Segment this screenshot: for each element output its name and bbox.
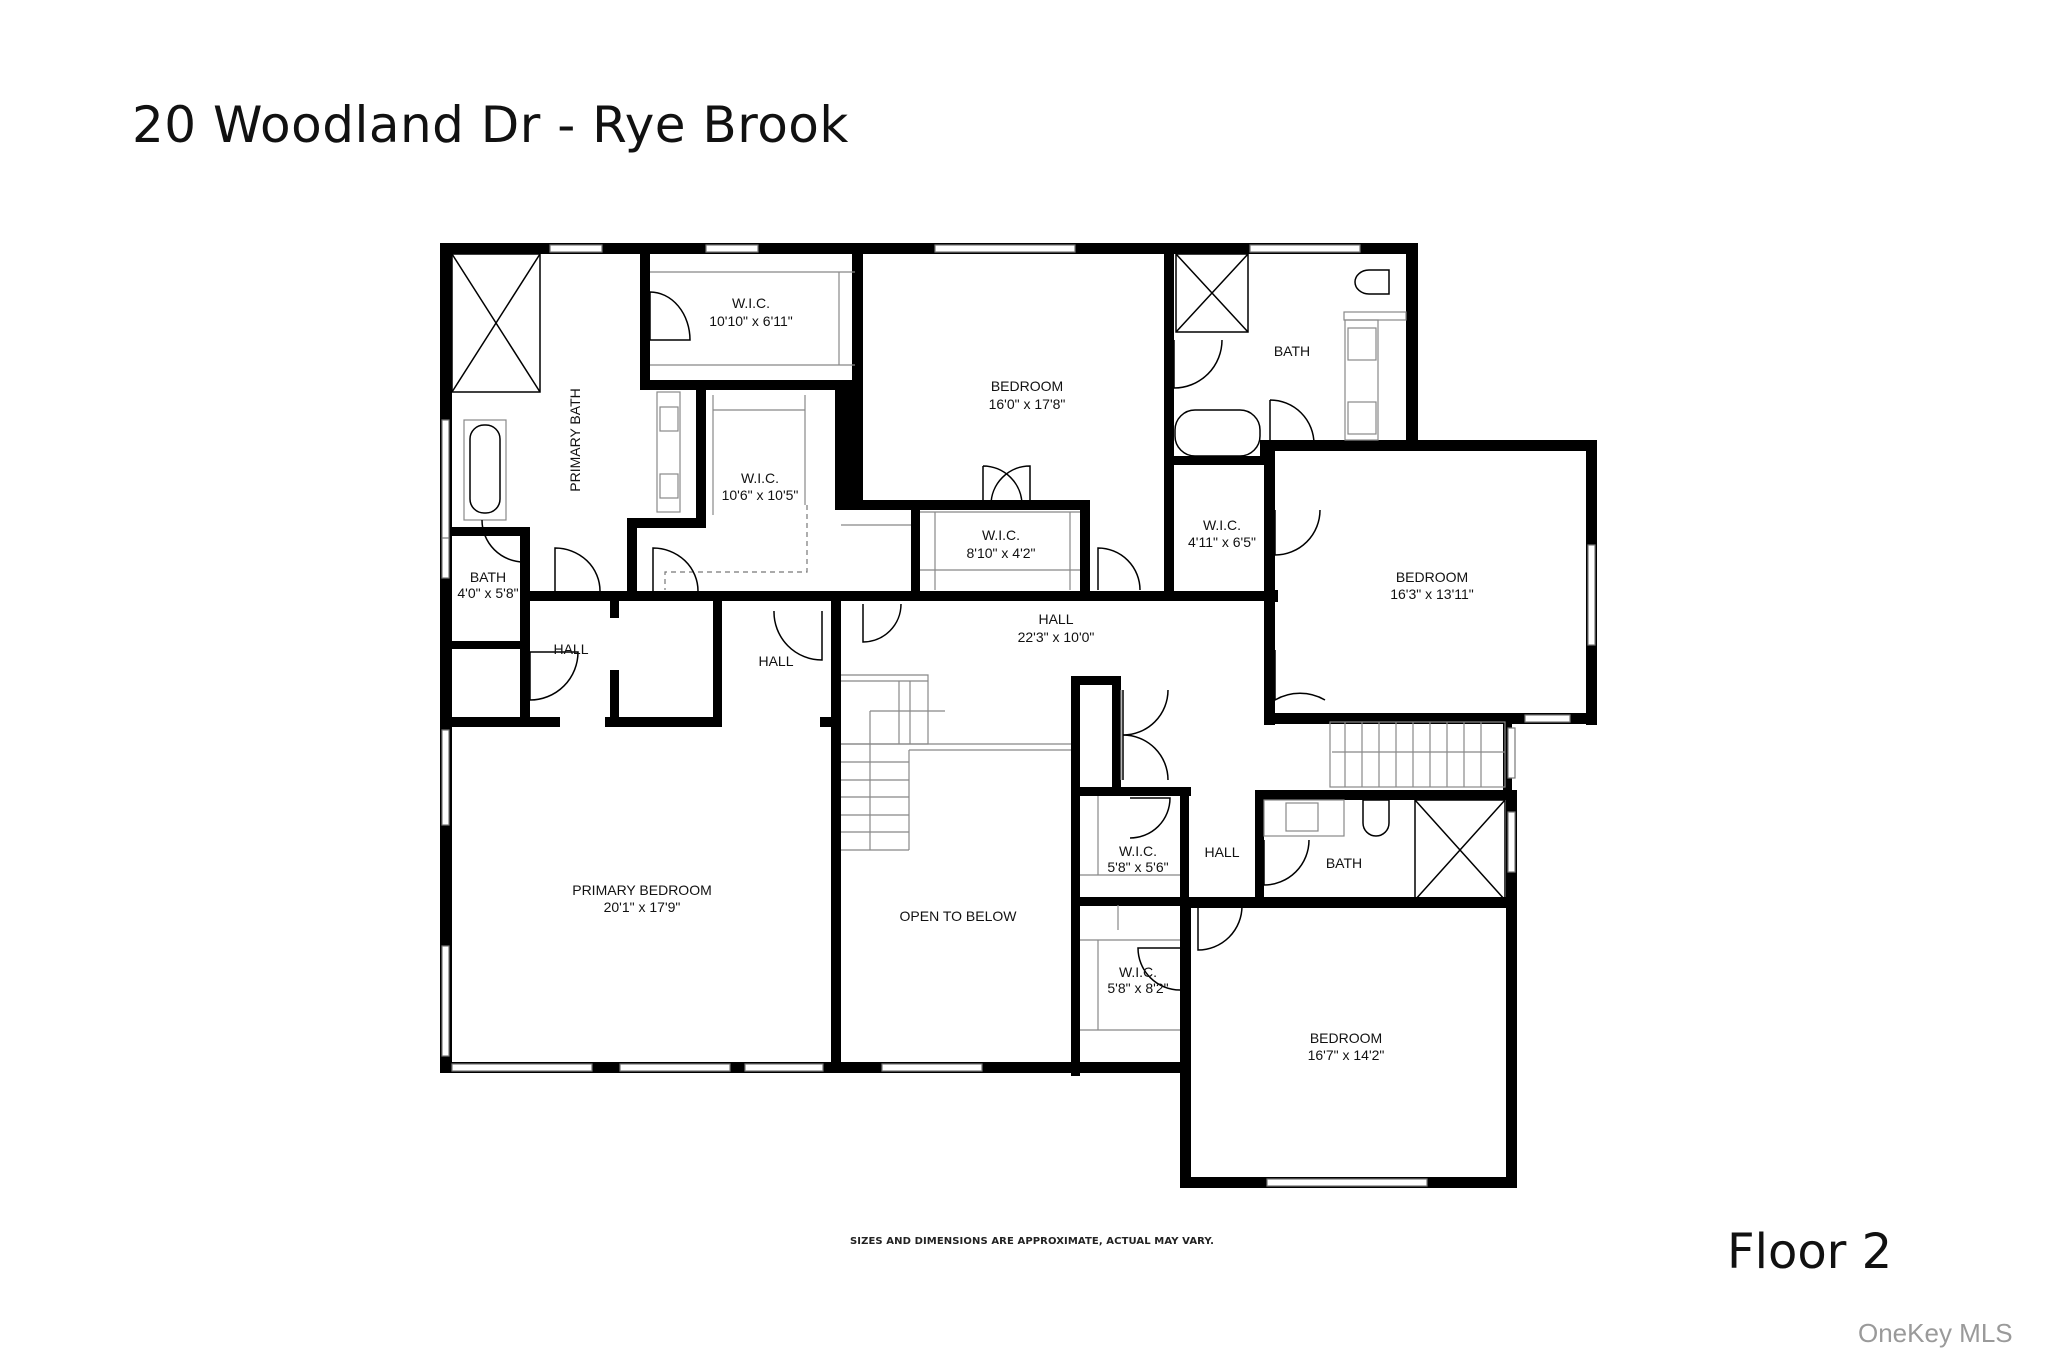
- fixtures: [451, 253, 1506, 1031]
- room-labels: W.I.C. 10'10" x 6'11" PRIMARY BATH W.I.C…: [457, 295, 1473, 1063]
- room-label-hall-1: HALL: [553, 641, 588, 657]
- room-size-bedroom-1: 16'0" x 17'8": [989, 396, 1066, 412]
- room-label-hall-2: HALL: [758, 653, 793, 669]
- room-label-bedroom-1: BEDROOM: [991, 378, 1063, 394]
- room-size-wic-4: 4'11" x 6'5": [1188, 534, 1256, 550]
- room-label-bath-1: BATH: [1274, 343, 1310, 359]
- room-label-bath-2: BATH: [1326, 855, 1362, 871]
- disclaimer-text: SIZES AND DIMENSIONS ARE APPROXIMATE, AC…: [850, 1236, 1214, 1247]
- room-size-primary-bedroom: 20'1" x 17'9": [604, 899, 681, 915]
- windows: [441, 244, 1596, 1187]
- room-label-wic-3: W.I.C.: [982, 527, 1020, 543]
- room-size-bedroom-2: 16'3" x 13'11": [1390, 586, 1474, 602]
- room-label-wic-1: W.I.C.: [732, 295, 770, 311]
- room-label-open-to-below: OPEN TO BELOW: [900, 908, 1018, 924]
- room-label-wic-5: W.I.C.: [1119, 843, 1157, 859]
- room-size-wic-1: 10'10" x 6'11": [709, 313, 793, 329]
- room-label-wic-2: W.I.C.: [741, 470, 779, 486]
- room-label-bedroom-3: BEDROOM: [1310, 1030, 1382, 1046]
- room-label-primary-bath: PRIMARY BATH: [567, 388, 583, 491]
- doors: [481, 291, 1326, 991]
- room-size-bedroom-3: 16'7" x 14'2": [1308, 1047, 1385, 1063]
- room-label-primary-bedroom: PRIMARY BEDROOM: [572, 882, 712, 898]
- room-size-wic-5: 5'8" x 5'6": [1107, 859, 1168, 875]
- room-size-bath-small: 4'0" x 5'8": [457, 585, 518, 601]
- room-size-wic-3: 8'10" x 4'2": [967, 545, 1036, 561]
- room-label-bath-small: BATH: [470, 569, 506, 585]
- listing-title: 20 Woodland Dr - Rye Brook: [132, 96, 849, 154]
- floor-label: Floor 2: [1727, 1224, 1893, 1280]
- room-label-hall-main: HALL: [1038, 611, 1073, 627]
- room-label-bedroom-2: BEDROOM: [1396, 569, 1468, 585]
- room-label-wic-6: W.I.C.: [1119, 964, 1157, 980]
- room-size-wic-6: 5'8" x 8'2": [1107, 980, 1168, 996]
- room-label-wic-4: W.I.C.: [1203, 517, 1241, 533]
- room-label-hall-3: HALL: [1204, 844, 1239, 860]
- room-size-hall-main: 22'3" x 10'0": [1018, 629, 1095, 645]
- room-size-wic-2: 10'6" x 10'5": [722, 487, 799, 503]
- mls-watermark: OneKey MLS: [1858, 1318, 2013, 1348]
